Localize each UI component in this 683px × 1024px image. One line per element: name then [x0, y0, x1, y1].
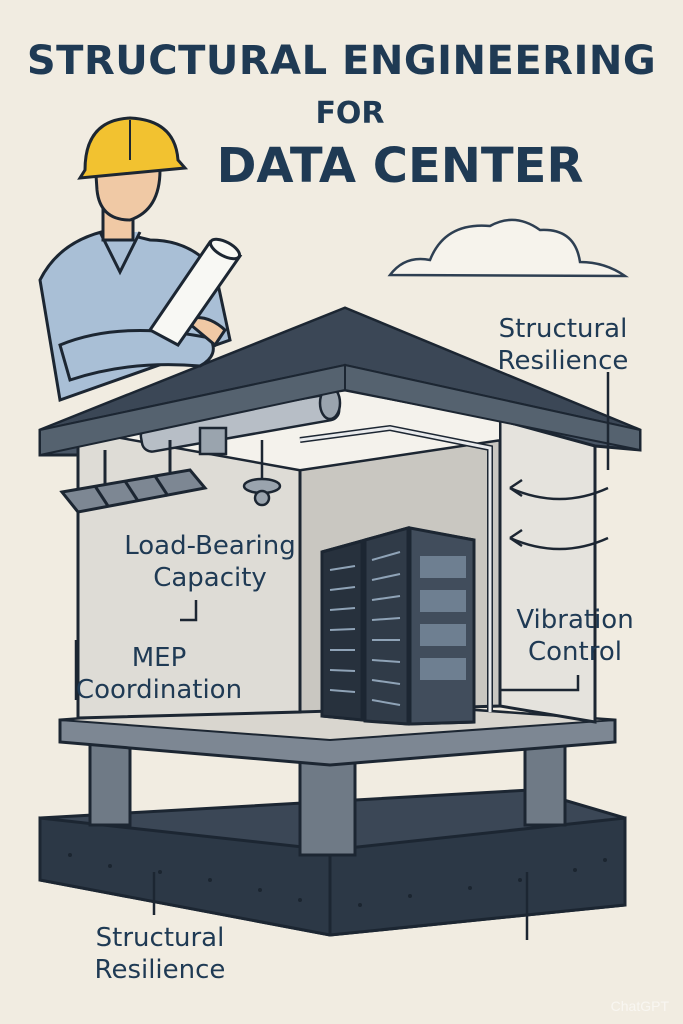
label-line: Control [528, 637, 622, 667]
label-line: Vibration [516, 605, 634, 635]
foundation-slab [38, 788, 627, 937]
cable-tray [59, 440, 208, 514]
hard-hat-icon [77, 116, 189, 180]
engineer-figure [38, 116, 243, 403]
label-load-bearing: Load-Bearing Capacity [110, 530, 310, 594]
label-line: Resilience [497, 346, 629, 376]
callout-lines [74, 372, 610, 940]
label-line: MEP [131, 643, 187, 673]
label-line: Resilience [94, 955, 226, 985]
cloud-icon [387, 218, 629, 278]
label-line: Structural [95, 923, 225, 953]
label-line: Capacity [153, 563, 267, 593]
label-line: Load-Bearing [124, 531, 296, 561]
title-line-1: STRUCTURAL ENGINEERING [26, 38, 657, 84]
label-structural-resilience-bottom: Structural Resilience [80, 922, 240, 986]
mep-pipes [139, 385, 493, 712]
server-rack [320, 526, 476, 726]
title-line-2: FOR [315, 96, 385, 131]
title-line-3: DATA CENTER [216, 138, 584, 194]
label-vibration-control: Vibration Control [500, 604, 650, 668]
roof-slab [38, 306, 642, 457]
label-line: Structural [498, 314, 628, 344]
label-mep-coordination: MEP Coordination [64, 642, 254, 706]
blueprint-roll-icon [147, 237, 243, 347]
watermark: ChatGPT [610, 998, 669, 1014]
label-line: Coordination [75, 675, 243, 705]
label-structural-resilience-top: Structural Resilience [478, 313, 648, 377]
